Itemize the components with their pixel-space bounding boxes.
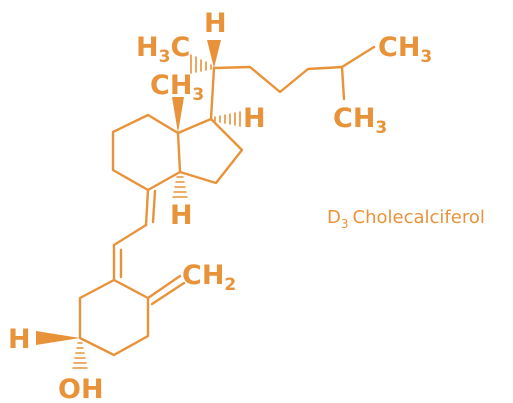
wedge-c13-ch3 [172,97,184,133]
side-chain-bonds [212,45,376,94]
wedge-c20-h [207,40,221,68]
bond-c25-c27 [340,65,346,101]
ring-a-bonds [78,278,150,357]
hash-c3-oh [72,342,88,369]
label-ch2: CH2 [182,260,236,295]
label-oh: OH [58,374,104,403]
bond-c20-c17 [209,66,216,121]
label-ch3-c18: CH3 [150,70,204,105]
label-h-c20: H [204,8,227,39]
hash-c17-h [214,111,241,127]
ring-d-bonds [176,117,244,185]
label-h3c: H3C [136,32,190,67]
ring-c-bonds [111,113,182,192]
label-ch3-c26: CH3 [378,32,432,67]
hash-c14-h [172,176,188,198]
bond-c8-c9-double-b [151,189,157,224]
label-h-c17: H [243,103,266,134]
label-h-c3: H [8,324,31,355]
bond-c10-ch2-b [150,281,186,306]
bond-c7-c6 [112,223,148,247]
label-h-c14: H [170,200,193,231]
bond-c10-ch2-a [146,274,182,300]
label-ch3-c27: CH3 [333,103,387,138]
hash-c20-c21 [190,54,212,74]
bond-c8-c9-double-a [144,188,150,227]
wedge-c3-h [36,331,80,345]
